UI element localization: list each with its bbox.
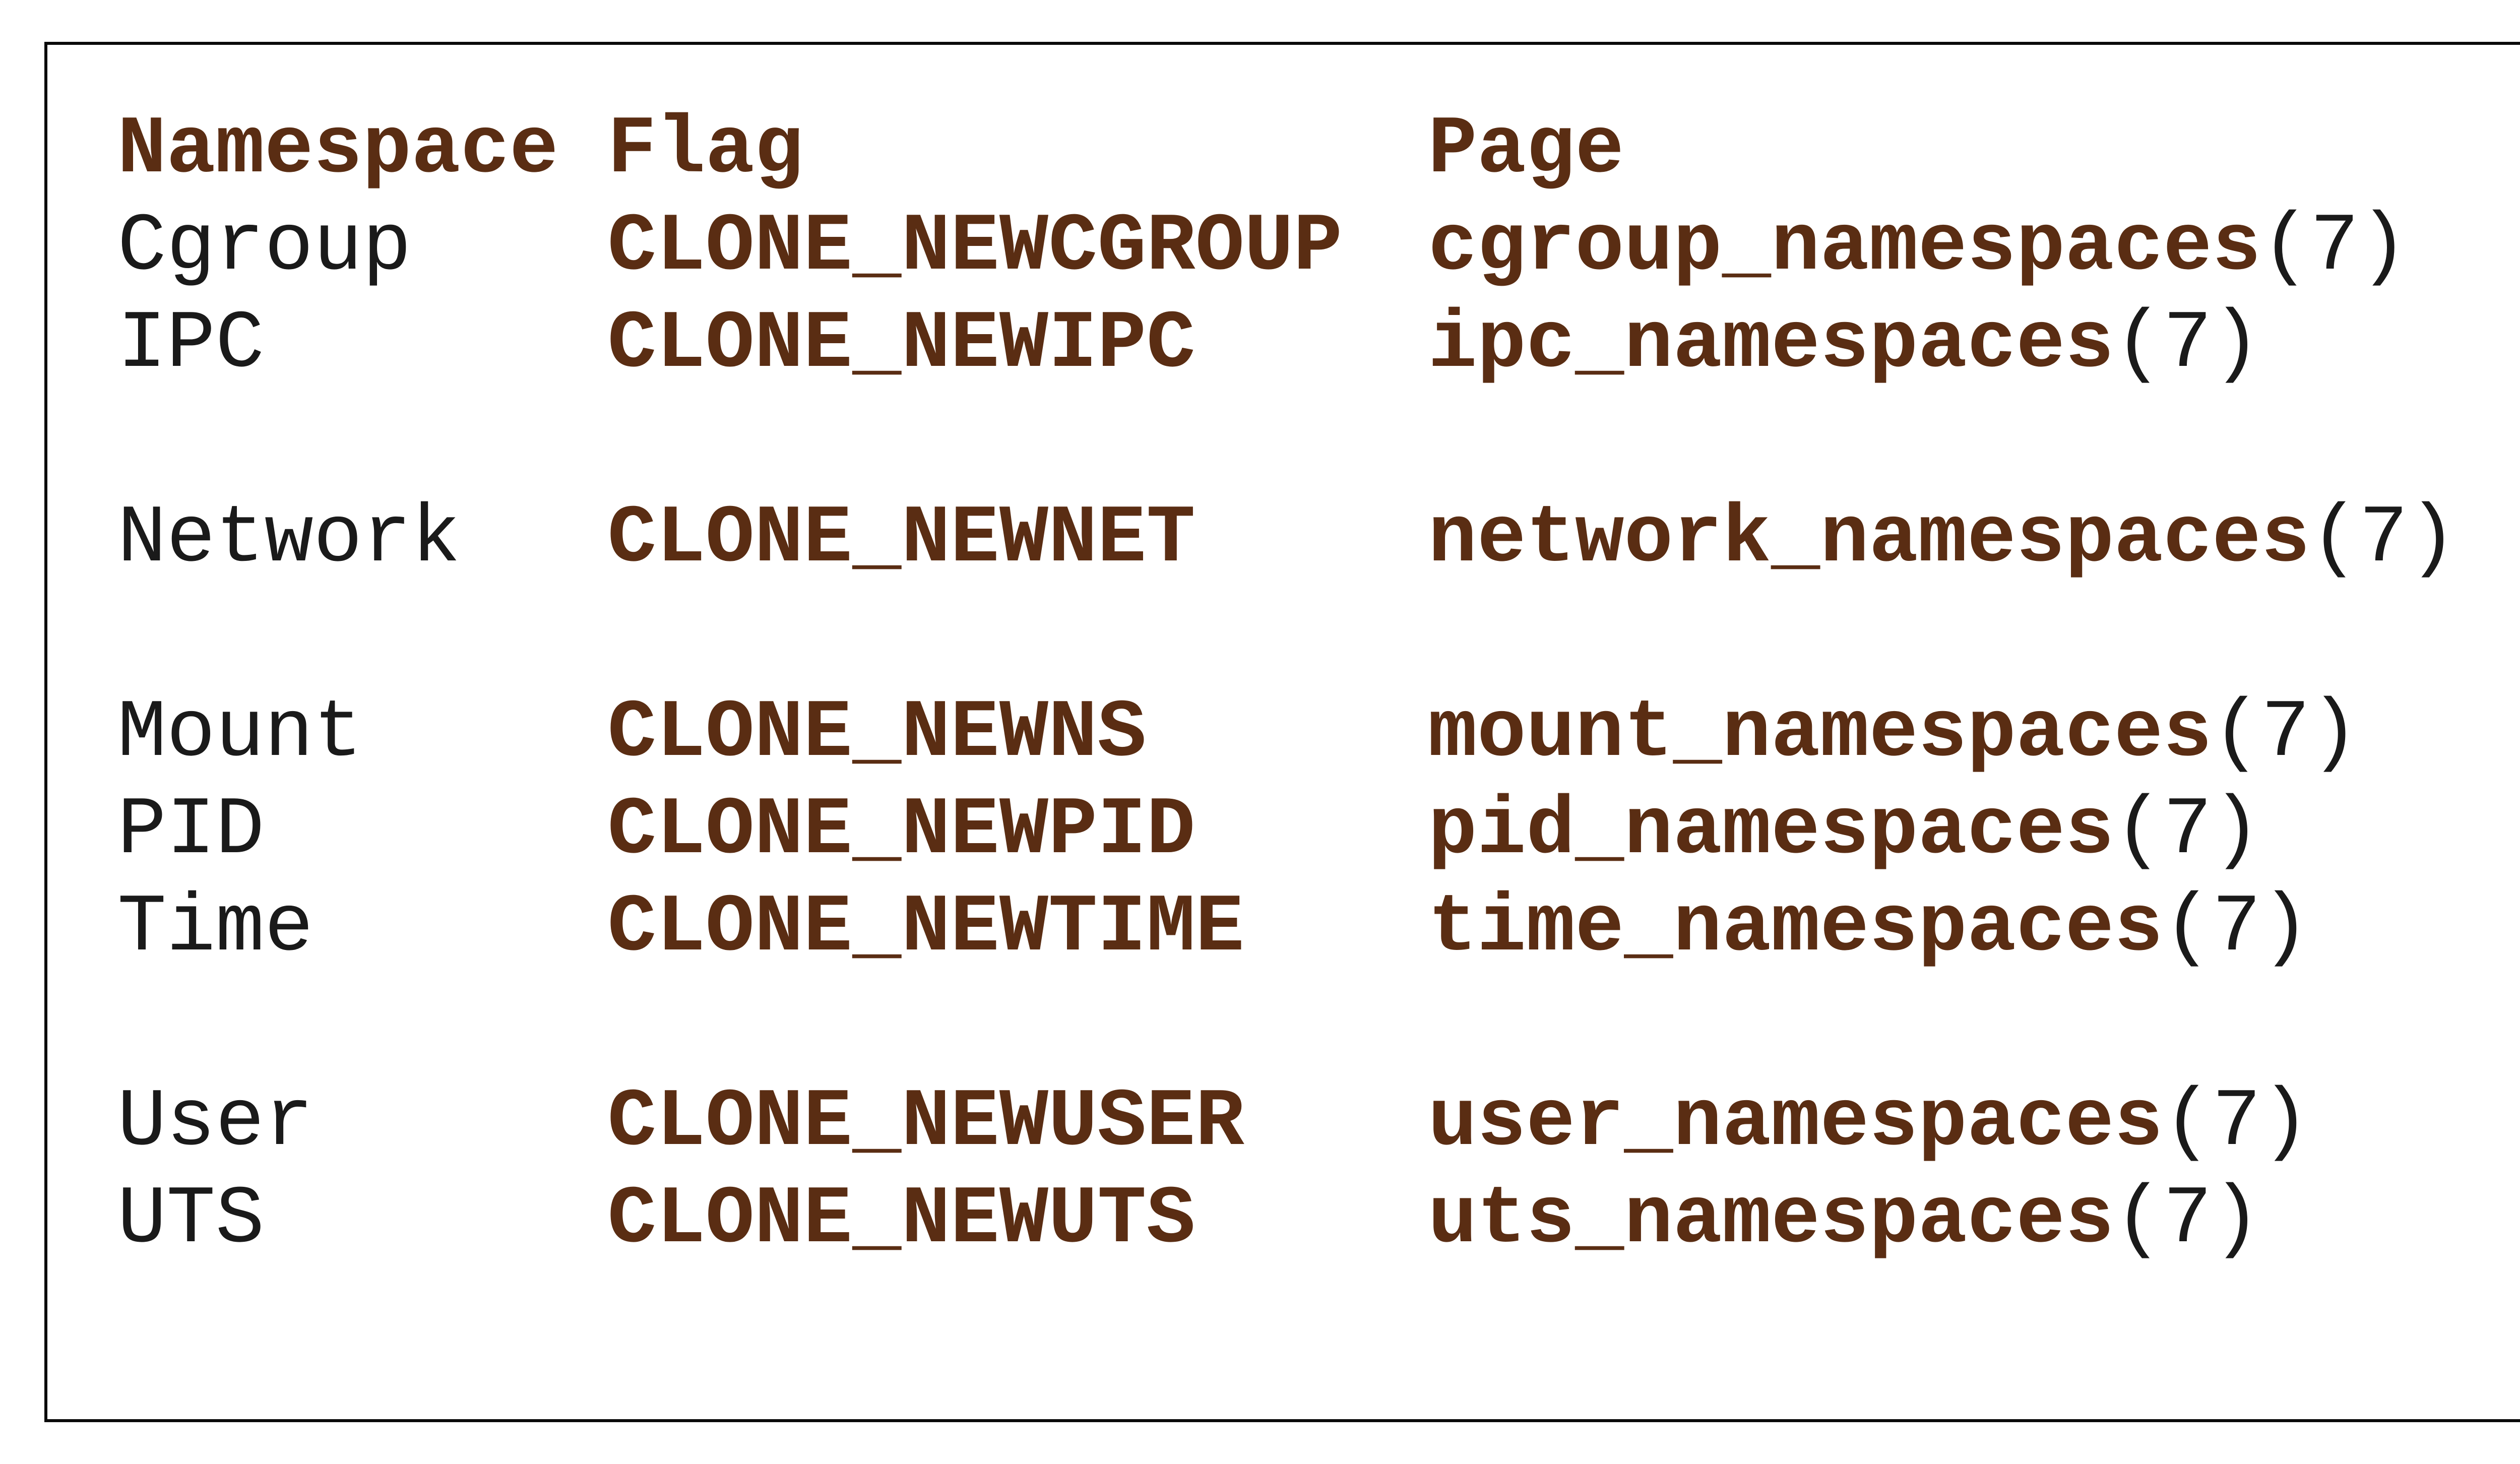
namespace-cell: Network <box>117 492 461 585</box>
page-name: time_namespaces <box>1428 881 2163 974</box>
page-name: mount_namespaces <box>1428 687 2212 780</box>
page-name: uts_namespaces <box>1428 1173 2114 1266</box>
page-name: cgroup_namespaces <box>1428 201 2261 293</box>
page-cell: mount_namespaces(7) <box>1428 685 2518 782</box>
namespaces-table: Namespace Flag Page Isolates Cgroup CLON… <box>117 101 2520 1366</box>
column-header-namespace: Namespace <box>117 103 558 196</box>
column-header-page: Page <box>1428 103 1624 196</box>
page-section-number: (7) <box>2163 1076 2310 1169</box>
isolates-cell: Mount points <box>2518 685 2520 782</box>
page-name: user_namespaces <box>1428 1076 2163 1169</box>
isolates-cell: User and group IDs <box>2518 1074 2520 1171</box>
page-cell: cgroup_namespaces(7) <box>1428 199 2518 296</box>
namespace-cell: PID <box>117 784 265 877</box>
page-section-number: (7) <box>2212 687 2359 780</box>
flag-cell: CLONE_NEWIPC <box>607 298 1195 391</box>
page-cell: time_namespaces(7) <box>1428 879 2518 977</box>
namespace-cell: UTS <box>117 1173 265 1266</box>
page-cell: user_namespaces(7) <box>1428 1074 2518 1171</box>
isolates-cell: System V IPC, POSIX message queues <box>2518 296 2520 490</box>
page-section-number: (7) <box>2261 201 2408 293</box>
isolates-cell: Network devices, stacks, ports, etc. <box>2518 490 2520 685</box>
page-cell: network_namespaces(7) <box>1428 490 2518 588</box>
flag-cell: CLONE_NEWCGROUP <box>607 201 1343 293</box>
page-cell: ipc_namespaces(7) <box>1428 296 2518 393</box>
namespace-cell: Cgroup <box>117 201 412 293</box>
page-name: network_namespaces <box>1428 492 2310 585</box>
flag-cell: CLONE_NEWPID <box>607 784 1195 877</box>
flag-cell: CLONE_NEWUSER <box>607 1076 1244 1169</box>
page-cell: uts_namespaces(7) <box>1428 1171 2518 1268</box>
page-section-number: (7) <box>2163 881 2310 974</box>
page-section-number: (7) <box>2310 492 2458 585</box>
namespace-cell: Mount <box>117 687 363 780</box>
flag-cell: CLONE_NEWNET <box>607 492 1195 585</box>
isolates-cell: Boot and monotonic clocks <box>2518 879 2520 1074</box>
namespace-cell: Time <box>117 881 313 974</box>
page-cell: pid_namespaces(7) <box>1428 782 2518 879</box>
column-header-flag: Flag <box>607 103 804 196</box>
isolates-cell: Hostname and NIS domain name <box>2518 1171 2520 1366</box>
flag-cell: CLONE_NEWUTS <box>607 1173 1195 1266</box>
isolates-cell: Cgroup root directory <box>2518 199 2520 296</box>
namespace-cell: User <box>117 1076 313 1169</box>
flag-cell: CLONE_NEWNS <box>607 687 1147 780</box>
page-name: pid_namespaces <box>1428 784 2114 877</box>
page-section-number: (7) <box>2114 1173 2261 1266</box>
isolates-cell: Process IDs <box>2518 782 2520 879</box>
page-section-number: (7) <box>2114 298 2261 391</box>
column-header-isolates: Isolates <box>2518 101 2520 199</box>
namespace-cell: IPC <box>117 298 265 391</box>
page-name: ipc_namespaces <box>1428 298 2114 391</box>
page-section-number: (7) <box>2114 784 2261 877</box>
table-border-frame: Namespace Flag Page Isolates Cgroup CLON… <box>44 42 2520 1422</box>
flag-cell: CLONE_NEWTIME <box>607 881 1244 974</box>
